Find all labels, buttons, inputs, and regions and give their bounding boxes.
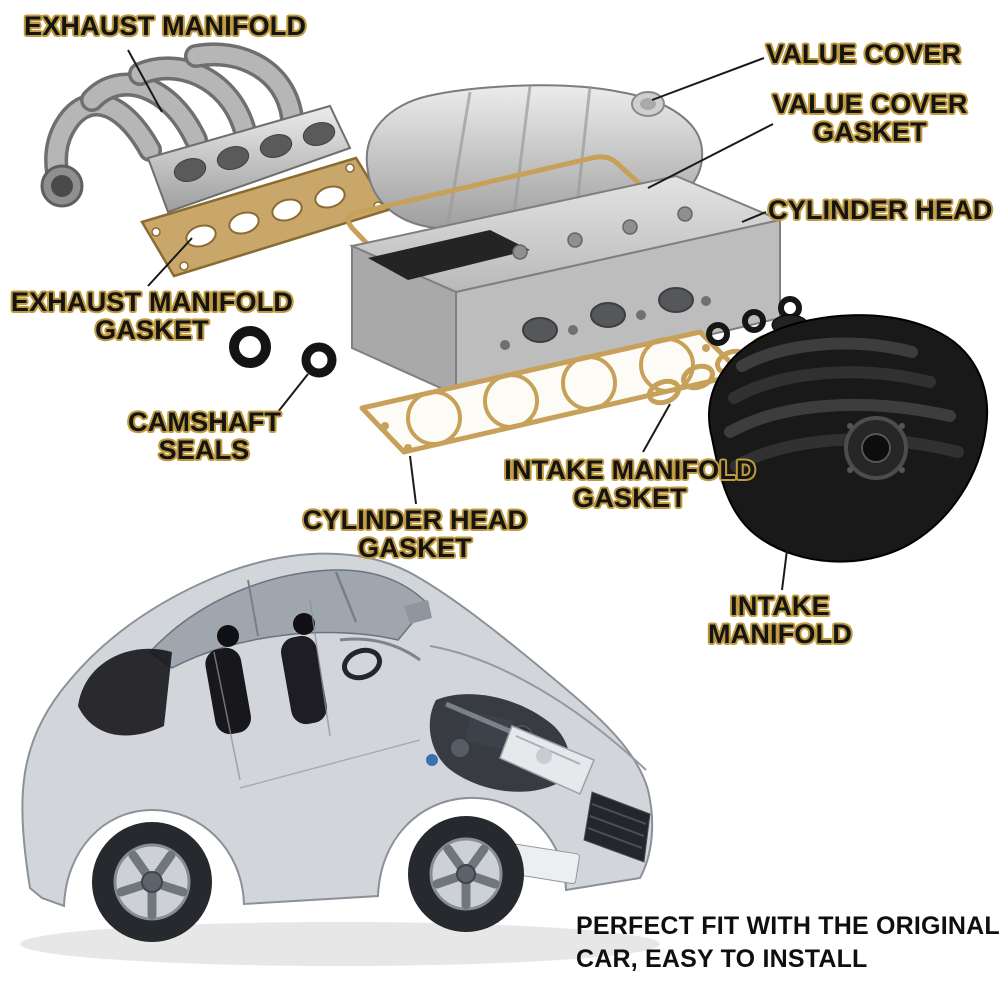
car-rear-wheel xyxy=(92,822,212,942)
label-exhaust-manifold: EXHAUST MANIFOLD xyxy=(24,11,307,41)
footer-tagline: PERFECT FIT WITH THE ORIGINAL CAR, EASY … xyxy=(576,910,1000,975)
exhaust-manifold-part xyxy=(40,42,352,214)
leader-intake-manifold-gasket xyxy=(642,403,671,453)
car-body xyxy=(21,552,654,908)
label-exhaust-manifold-gasket: EXHAUST MANIFOLD GASKET xyxy=(6,288,298,345)
label-line: GASKET xyxy=(358,533,472,564)
car-front-wheel xyxy=(408,816,524,932)
leader-exhaust-manifold-gasket xyxy=(147,237,193,287)
exhaust-manifold-gasket-part xyxy=(140,156,390,278)
label-value-cover-gasket: VALUE COVER GASKET xyxy=(772,90,968,147)
leader-exhaust-manifold xyxy=(127,49,163,113)
leader-lines xyxy=(127,49,789,591)
leader-cylinder-head xyxy=(741,211,767,223)
intake-manifold-part xyxy=(708,314,989,563)
car-steering-wheel xyxy=(342,647,382,681)
label-intake-manifold: INTAKE MANIFOLD xyxy=(692,592,868,649)
label-line: INTAKE MANIFOLD xyxy=(504,455,756,485)
label-line: CAMSHAFT xyxy=(128,407,282,437)
label-line: SEALS xyxy=(158,435,250,466)
label-line: GASKET xyxy=(573,483,687,514)
cutaway-car xyxy=(21,552,654,942)
leader-camshaft-seals xyxy=(269,373,309,423)
label-value-cover: VALUE COVER xyxy=(766,39,962,69)
label-line: GASKET xyxy=(95,315,209,346)
label-line: VALUE COVER xyxy=(772,89,968,119)
car-windows xyxy=(148,569,430,669)
label-line: MANIFOLD xyxy=(707,619,853,650)
label-camshaft-seals: CAMSHAFT SEALS xyxy=(128,407,282,466)
camshaft-seals-part xyxy=(229,326,337,378)
car-front-seat xyxy=(205,647,251,735)
car-mirror xyxy=(404,600,432,624)
cylinder-head-part xyxy=(348,174,784,397)
label-intake-manifold-gasket: INTAKE MANIFOLD GASKET xyxy=(498,456,762,513)
leader-cylinder-head-gasket xyxy=(409,455,417,505)
footer-line-2: CAR, EASY TO INSTALL xyxy=(576,944,868,973)
leader-value-cover-gasket xyxy=(647,123,774,189)
leader-intake-manifold xyxy=(781,541,789,591)
label-line: INTAKE xyxy=(730,591,830,621)
car-rear-seat xyxy=(78,648,172,736)
label-line: GASKET xyxy=(813,117,927,148)
car-hood-line xyxy=(429,645,647,771)
label-cylinder-head: CYLINDER HEAD xyxy=(768,195,993,225)
label-line: EXHAUST MANIFOLD xyxy=(10,287,294,317)
label-line: CYLINDER HEAD xyxy=(302,505,528,535)
footer-line-1: PERFECT FIT WITH THE ORIGINAL xyxy=(576,912,1000,940)
leader-value-cover xyxy=(651,57,765,101)
label-cylinder-head-gasket: CYLINDER HEAD GASKET xyxy=(292,506,538,563)
car-front-seat xyxy=(281,635,327,725)
